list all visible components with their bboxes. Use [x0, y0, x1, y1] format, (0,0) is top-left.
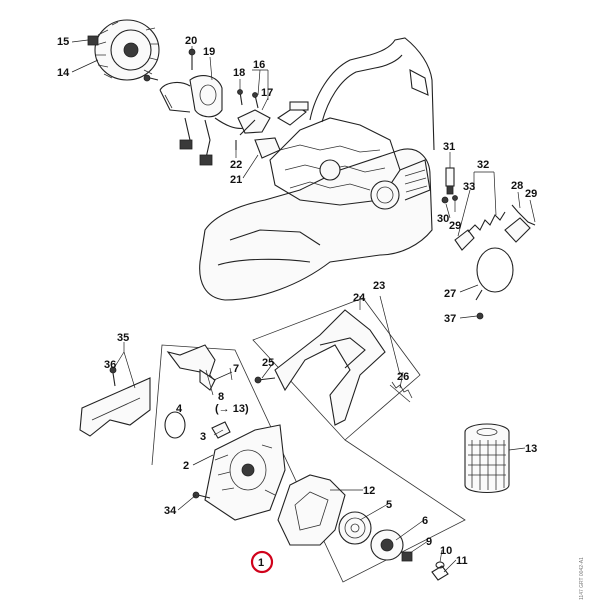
callout-31: 31 [443, 141, 455, 153]
callout-8: 8 [218, 391, 224, 403]
callout-labels: 15 14 20 19 18 16 17 22 21 31 32 33 28 2… [57, 35, 537, 567]
callout-35: 35 [117, 332, 129, 344]
document-id: 1147 GRT 0042-A1 [579, 557, 585, 600]
callout-5: 5 [386, 499, 392, 511]
rope-rotor-6 [370, 529, 404, 561]
spring-hook-27 [475, 247, 514, 301]
short-circuit-wire [143, 74, 159, 82]
callout-4: 4 [176, 403, 183, 415]
cross-reference-13: (→ 13) [215, 403, 249, 415]
callout-16: 16 [253, 59, 265, 71]
spring-and-sleeve [454, 211, 506, 251]
callout-9: 9 [426, 536, 432, 548]
callout-3: 3 [200, 431, 206, 443]
callout-12: 12 [363, 485, 375, 497]
callout-10: 10 [440, 545, 452, 557]
spark-plug-boot [445, 167, 455, 195]
callout-36: 36 [104, 359, 116, 371]
switch-shaft-assembly [235, 89, 309, 159]
callout-27: 27 [444, 288, 456, 300]
callout-14: 14 [57, 67, 70, 79]
flywheel [94, 19, 160, 81]
screws-30-29 [441, 195, 458, 204]
callout-15: 15 [57, 36, 69, 48]
callout-6: 6 [422, 515, 428, 527]
pawl-9 [401, 551, 413, 562]
ignition-screw-20 [188, 48, 196, 70]
callout-29-right: 29 [525, 188, 537, 200]
leader-lines [71, 39, 536, 573]
callout-25: 25 [262, 357, 274, 369]
annular-buffer-28 [504, 204, 536, 243]
callout-28: 28 [511, 180, 523, 192]
bracket-35 [79, 366, 151, 437]
highlighted-callout-1: 1 [250, 550, 274, 574]
callout-23: 23 [373, 280, 385, 292]
screw-37 [476, 312, 484, 320]
callout-26: 26 [397, 371, 409, 383]
callout-30: 30 [437, 213, 449, 225]
callout-29-left: 29 [449, 220, 461, 232]
callout-19: 19 [203, 46, 215, 58]
callout-13: 13 [525, 443, 537, 455]
ignition-module [159, 75, 246, 166]
callout-34: 34 [164, 505, 177, 517]
callout-22: 22 [230, 159, 242, 171]
hand-guard-box [252, 297, 421, 441]
callout-20: 20 [185, 35, 197, 47]
callout-24: 24 [353, 292, 366, 304]
callout-37: 37 [444, 313, 456, 325]
chainsaw-housing [199, 37, 435, 301]
callout-33: 33 [463, 181, 475, 193]
starter-cover-box [151, 344, 466, 583]
callout-18: 18 [233, 67, 245, 79]
rewind-spring-5 [338, 511, 372, 545]
callout-21: 21 [230, 174, 242, 186]
fan-housing-12 [277, 474, 346, 546]
callout-11: 11 [456, 555, 468, 567]
callout-2: 2 [183, 460, 189, 472]
highlight-circle [250, 550, 274, 574]
callout-1: 1 [258, 557, 264, 569]
callout-32: 32 [477, 159, 489, 171]
rope-spool-13 [464, 423, 510, 494]
callout-17: 17 [261, 87, 273, 99]
callout-7: 7 [233, 363, 239, 375]
flywheel-nut [87, 35, 99, 46]
